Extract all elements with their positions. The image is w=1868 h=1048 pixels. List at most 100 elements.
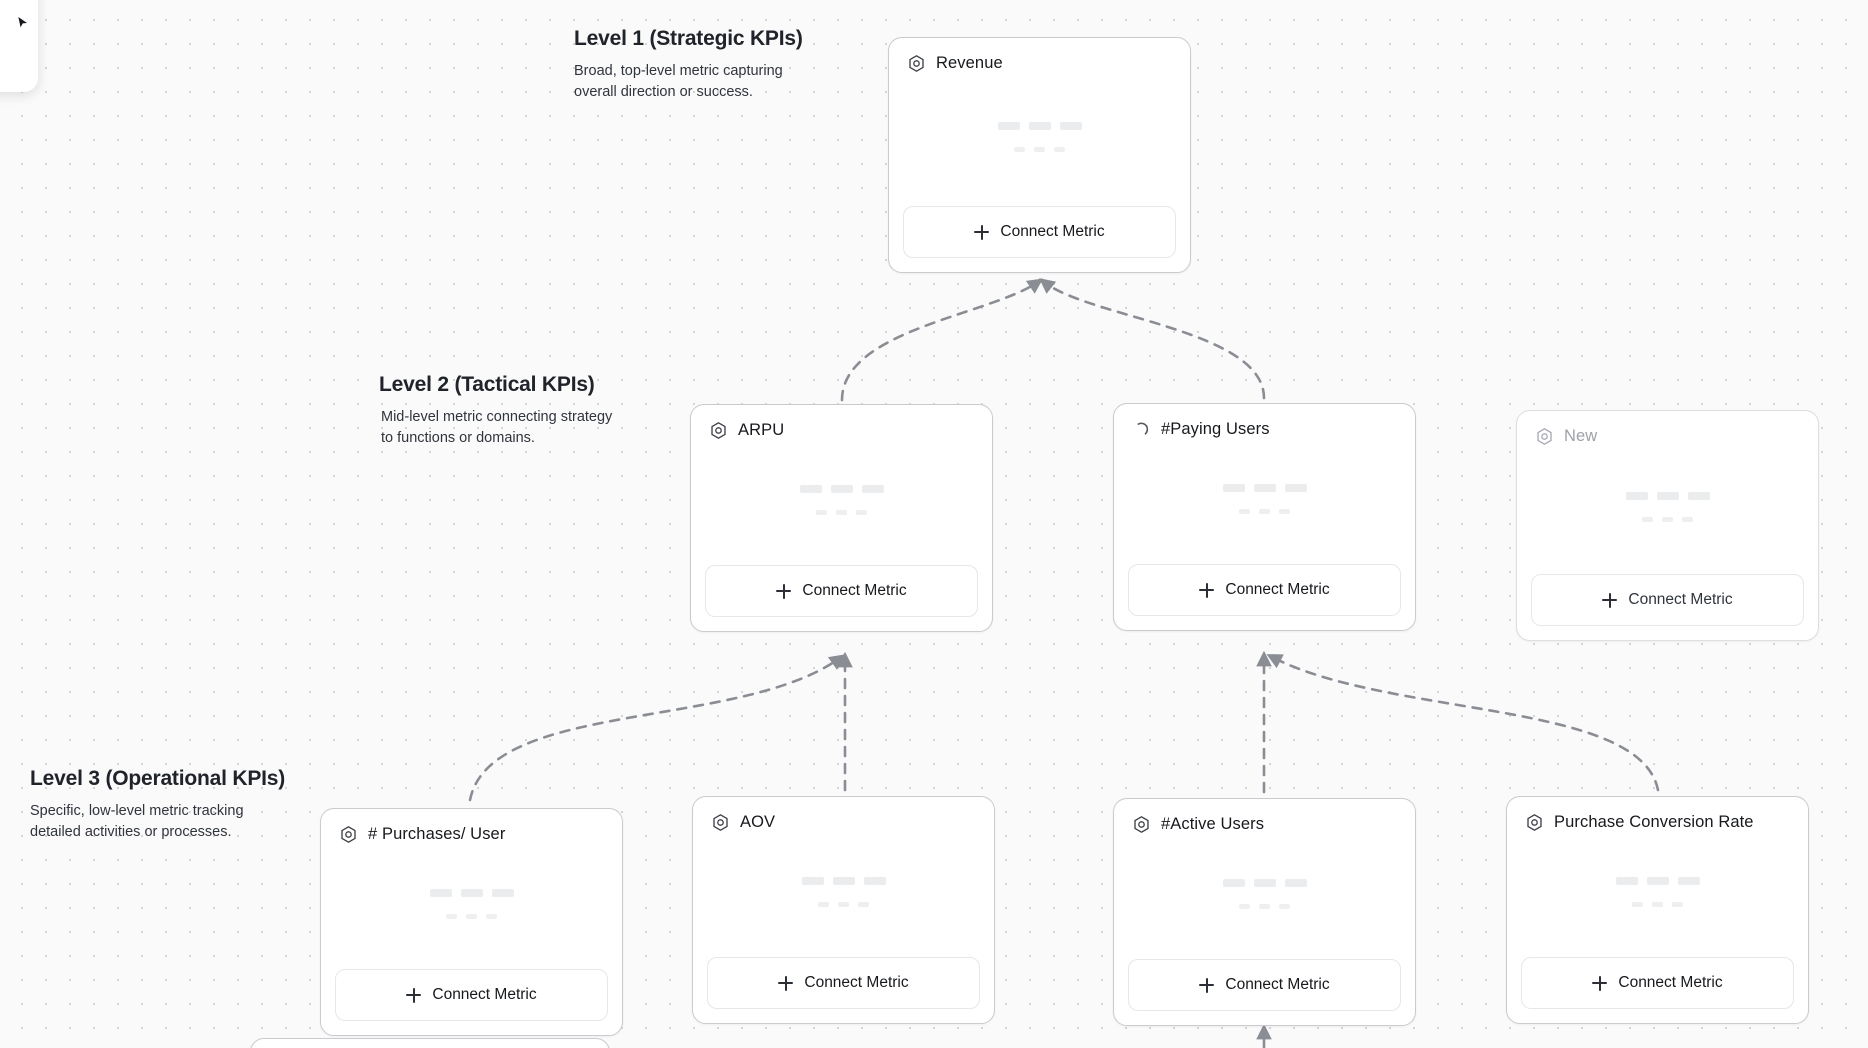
- skeleton-row-secondary: [1014, 146, 1065, 152]
- connect-metric-label: Connect Metric: [1225, 976, 1330, 993]
- skeleton-bar: [466, 913, 477, 919]
- card-skeleton-body: [1114, 834, 1415, 959]
- skeleton-bar: [1687, 492, 1710, 500]
- floating-toolbar-panel[interactable]: [0, 0, 38, 92]
- skeleton-bar: [816, 509, 827, 515]
- hexagon-metric-icon: [713, 814, 728, 831]
- skeleton-row-primary: [1625, 492, 1710, 500]
- skeleton-bar: [1284, 483, 1307, 492]
- card-header: AOV: [693, 797, 994, 832]
- card-title: AOV: [740, 813, 776, 831]
- skeleton-row-secondary: [816, 509, 867, 515]
- plus-icon: [1602, 592, 1618, 608]
- connect-metric-button[interactable]: Connect Metric: [903, 206, 1176, 258]
- card-title: New: [1564, 427, 1598, 445]
- cursor-pointer-icon[interactable]: [15, 15, 31, 31]
- skeleton-bar: [1656, 492, 1679, 500]
- hexagon-metric-icon: [711, 422, 726, 439]
- edge-pcr-to-paying: [1266, 654, 1660, 792]
- card-skeleton-body: [1517, 446, 1818, 574]
- skeleton-bar: [1259, 903, 1270, 909]
- connect-metric-button[interactable]: Connect Metric: [1128, 959, 1401, 1011]
- connect-metric-button[interactable]: Connect Metric: [705, 565, 978, 617]
- connect-metric-button[interactable]: Connect Metric: [1531, 574, 1804, 626]
- skeleton-row-secondary: [1239, 903, 1290, 909]
- skeleton-bar: [818, 901, 829, 907]
- metric-card-revenue[interactable]: Revenue Connect Metric: [888, 37, 1191, 273]
- skeleton-bar: [799, 484, 822, 493]
- skeleton-bar: [1253, 878, 1276, 887]
- connect-metric-label: Connect Metric: [1225, 581, 1330, 598]
- level-3-title: Level 3 (Operational KPIs): [30, 767, 286, 790]
- metric-card-new[interactable]: New Connect Metric: [1516, 410, 1819, 641]
- skeleton-bar: [836, 509, 847, 515]
- level-3-description: Specific, low-level metric tracking deta…: [30, 803, 244, 841]
- level-1-title: Level 1 (Strategic KPIs): [574, 27, 803, 50]
- metric-card-paying-users[interactable]: #Paying Users Connect Metric: [1113, 403, 1416, 631]
- skeleton-bar: [446, 913, 457, 919]
- plus-icon: [406, 987, 422, 1003]
- plus-icon: [1592, 975, 1608, 991]
- skeleton-row-primary: [997, 121, 1082, 130]
- skeleton-bar: [997, 121, 1020, 130]
- edge-purchases-to-arpu: [468, 654, 846, 802]
- skeleton-bar: [1253, 483, 1276, 492]
- card-title: #Active Users: [1161, 815, 1265, 833]
- hexagon-metric-icon: [1537, 428, 1552, 445]
- skeleton-row-secondary: [1642, 517, 1693, 522]
- skeleton-bar: [1284, 878, 1307, 887]
- plus-icon: [1199, 977, 1215, 993]
- skeleton-bar: [460, 888, 483, 897]
- skeleton-bar: [1222, 878, 1245, 887]
- card-title: Revenue: [936, 54, 1003, 72]
- skeleton-bar: [1239, 903, 1250, 909]
- connect-metric-label: Connect Metric: [1618, 974, 1723, 991]
- skeleton-bar: [1677, 876, 1700, 885]
- edge-arpu-to-revenue: [840, 278, 1044, 402]
- card-header: #Active Users: [1114, 799, 1415, 834]
- skeleton-bar: [1279, 508, 1290, 514]
- level-2-description: Mid-level metric connecting strategy to …: [381, 409, 613, 447]
- spinner-loading-icon: [1137, 422, 1149, 435]
- skeleton-bar: [486, 913, 497, 919]
- card-header: #Paying Users: [1114, 404, 1415, 439]
- connect-metric-button[interactable]: Connect Metric: [707, 957, 980, 1009]
- connect-metric-button[interactable]: Connect Metric: [335, 969, 608, 1021]
- skeleton-row-primary: [1615, 876, 1700, 885]
- connect-metric-label: Connect Metric: [432, 986, 537, 1003]
- hexagon-metric-icon: [1134, 816, 1149, 833]
- hexagon-metric-icon: [341, 826, 356, 843]
- level-1-label-block: Level 1 (Strategic KPIs) Broad, top-leve…: [574, 26, 814, 103]
- skeleton-bar: [858, 901, 869, 907]
- level-3-label-block: Level 3 (Operational KPIs) Specific, low…: [30, 766, 285, 843]
- skeleton-bar: [863, 876, 886, 885]
- skeleton-bar: [861, 484, 884, 493]
- skeleton-bar: [1652, 901, 1663, 907]
- card-skeleton-body: [691, 440, 992, 565]
- plus-icon: [778, 975, 794, 991]
- skeleton-bar: [1682, 517, 1693, 522]
- skeleton-row-primary: [1222, 878, 1307, 887]
- level-1-description: Broad, top-level metric capturing overal…: [574, 63, 783, 101]
- card-skeleton-body: [889, 73, 1190, 206]
- card-header: New: [1517, 411, 1818, 446]
- skeleton-bar: [838, 901, 849, 907]
- metric-card-partial-bottom[interactable]: [250, 1038, 610, 1048]
- connect-metric-button[interactable]: Connect Metric: [1521, 957, 1794, 1009]
- card-header: # Purchases/ User: [321, 809, 622, 844]
- metric-card-aov[interactable]: AOV Connect Metric: [692, 796, 995, 1024]
- metric-card-arpu[interactable]: ARPU Connect Metric: [690, 404, 993, 632]
- skeleton-row-secondary: [818, 901, 869, 907]
- skeleton-bar: [1014, 146, 1025, 152]
- metric-card-purchases-per-user[interactable]: # Purchases/ User Connect Metric: [320, 808, 623, 1036]
- skeleton-bar: [1059, 121, 1082, 130]
- metric-card-purchase-conversion-rate[interactable]: Purchase Conversion Rate Connect Metric: [1506, 796, 1809, 1024]
- skeleton-bar: [429, 888, 452, 897]
- metric-card-active-users[interactable]: #Active Users Connect Metric: [1113, 798, 1416, 1026]
- skeleton-bar: [1632, 901, 1643, 907]
- skeleton-bar: [801, 876, 824, 885]
- connect-metric-button[interactable]: Connect Metric: [1128, 564, 1401, 616]
- card-header: Purchase Conversion Rate: [1507, 797, 1808, 832]
- card-skeleton-body: [693, 832, 994, 957]
